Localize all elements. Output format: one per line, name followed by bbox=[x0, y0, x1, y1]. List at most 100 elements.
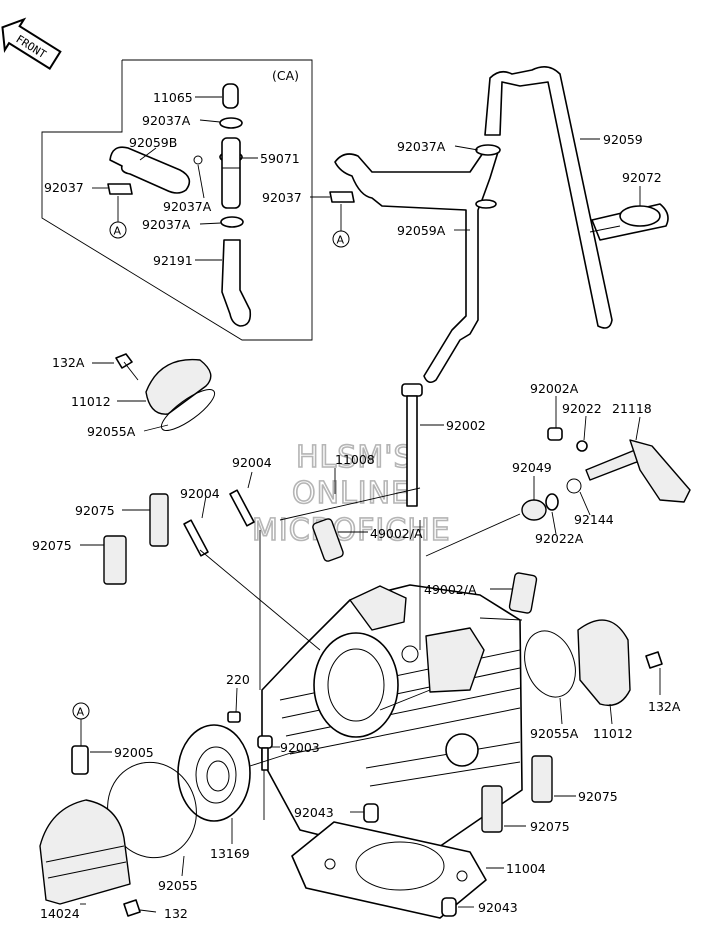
label-p10: 92059 bbox=[603, 132, 643, 147]
part-11012-cap-right bbox=[577, 619, 631, 707]
part-92005-fitting bbox=[71, 745, 89, 775]
part-92022a-washer bbox=[545, 493, 559, 511]
label-p37: 92075 bbox=[578, 789, 618, 804]
label-p16: 92055A bbox=[87, 424, 136, 439]
part-92004-stud-a bbox=[229, 489, 255, 527]
label-p12: 92037 bbox=[262, 190, 302, 205]
part-13169-plate bbox=[177, 724, 251, 822]
part-92002a-bolt bbox=[547, 427, 563, 441]
label-p15: 11012 bbox=[71, 394, 111, 409]
part-11012-cap-upper bbox=[145, 358, 212, 415]
label-p11: 92072 bbox=[622, 170, 662, 185]
ref-mark-a-3-text: A bbox=[77, 706, 85, 719]
watermark: HLSM'S ONLINE MICROFICHE bbox=[251, 439, 451, 549]
part-92055a-oring-right bbox=[524, 630, 576, 698]
part-92037a-ring bbox=[193, 155, 203, 165]
part-49002a-valve-right bbox=[508, 572, 538, 614]
part-92059b-hose bbox=[109, 146, 191, 194]
label-p34: 11012 bbox=[593, 726, 633, 741]
label-p20: 21118 bbox=[612, 401, 652, 416]
label-p24: 92004 bbox=[180, 486, 220, 501]
label-p29: 92075 bbox=[32, 538, 72, 553]
watermark-line-1: HLSM'S bbox=[296, 440, 414, 475]
label-p25: 92075 bbox=[75, 503, 115, 518]
part-92072-strap bbox=[591, 203, 669, 241]
part-92049-seal bbox=[521, 499, 547, 521]
part-92059a-hose bbox=[334, 149, 499, 384]
part-132a-bolt-upper bbox=[115, 353, 139, 381]
label-p33: 92055A bbox=[530, 726, 579, 741]
label-p23: 92049 bbox=[512, 460, 552, 475]
part-132-bolt bbox=[123, 899, 141, 917]
label-p18: 92002A bbox=[530, 381, 579, 396]
label-p07: 92037A bbox=[142, 217, 191, 232]
label-p44: 132 bbox=[164, 906, 188, 921]
part-92003-bolt bbox=[257, 735, 273, 771]
guide-lines bbox=[199, 487, 523, 820]
part-92191-hose bbox=[221, 239, 252, 327]
ref-mark-a-2-text: A bbox=[337, 234, 345, 247]
part-92075-washers-b bbox=[103, 535, 127, 585]
part-21118-lever bbox=[585, 439, 691, 503]
ref-mark-a-1-text: A bbox=[114, 225, 122, 238]
front-arrow-badge: FRONT bbox=[1, 17, 62, 70]
ca-group-outline bbox=[41, 59, 313, 341]
label-p43: 14024 bbox=[40, 906, 80, 921]
part-92037-clamp-right bbox=[329, 191, 355, 203]
label-p35: 92005 bbox=[114, 745, 154, 760]
part-11004-gasket bbox=[291, 821, 487, 919]
label-p22: 11008 bbox=[335, 452, 375, 467]
part-92059-hose bbox=[484, 66, 613, 329]
ref-mark-a-1: A bbox=[109, 196, 127, 239]
part-92144-spring bbox=[566, 478, 582, 494]
label-p26: 49002/A bbox=[370, 526, 423, 541]
part-92075-washers-c bbox=[531, 755, 553, 803]
label-p05: 92037 bbox=[44, 180, 84, 195]
part-92075-washers-a bbox=[149, 493, 169, 547]
watermark-line-2: ONLINE bbox=[292, 476, 411, 511]
label-p14: 132A bbox=[52, 355, 85, 370]
part-220-screw bbox=[227, 711, 241, 723]
label-p04: 59071 bbox=[260, 151, 300, 166]
part-92004-stud-b bbox=[183, 519, 209, 557]
label-p01: 11065 bbox=[153, 90, 193, 105]
part-132a-bolt-right bbox=[645, 651, 663, 669]
part-49002a-valve-left bbox=[312, 518, 344, 562]
part-92055a-oring-upper bbox=[160, 389, 216, 431]
label-p32: 132A bbox=[648, 699, 681, 714]
ca-group-label: (CA) bbox=[272, 68, 299, 83]
label-p39: 92075 bbox=[530, 819, 570, 834]
label-p45: 92043 bbox=[478, 900, 518, 915]
label-p17: 92002 bbox=[446, 418, 486, 433]
label-p13: 92059A bbox=[397, 223, 446, 238]
ref-mark-a-2: A bbox=[332, 204, 350, 248]
label-p19: 92022 bbox=[562, 401, 602, 416]
label-p27: 92144 bbox=[574, 512, 614, 527]
label-p06: 92037A bbox=[163, 199, 212, 214]
label-p09: 92037A bbox=[397, 139, 446, 154]
label-p42: 92055 bbox=[158, 878, 198, 893]
label-p36: 92003 bbox=[280, 740, 320, 755]
cylinder-head bbox=[261, 584, 523, 861]
part-92043-dowel-lower bbox=[441, 897, 457, 917]
part-11065-pipe bbox=[222, 83, 239, 109]
part-92037-clamp bbox=[107, 183, 133, 195]
part-59071-joint bbox=[221, 137, 241, 209]
part-92002-bolt bbox=[401, 383, 423, 507]
label-p31: 220 bbox=[226, 672, 250, 687]
label-p03: 92059B bbox=[129, 135, 177, 150]
label-p08: 92191 bbox=[153, 253, 193, 268]
label-p41: 11004 bbox=[506, 861, 546, 876]
part-14024-cover bbox=[39, 799, 131, 905]
ref-mark-a-3: A bbox=[72, 702, 90, 746]
watermark-line-3: MICROFICHE bbox=[252, 513, 451, 548]
part-labels: 11065 92037A 92059B 59071 92037 92037A 9… bbox=[32, 90, 681, 921]
part-92022-washer bbox=[576, 440, 588, 452]
label-p02: 92037A bbox=[142, 113, 191, 128]
label-p40: 13169 bbox=[210, 846, 250, 861]
label-p28: 92022A bbox=[535, 531, 584, 546]
part-92043-dowel-upper bbox=[363, 803, 379, 823]
label-p21: 92004 bbox=[232, 455, 272, 470]
label-p30: 49002/A bbox=[424, 582, 477, 597]
